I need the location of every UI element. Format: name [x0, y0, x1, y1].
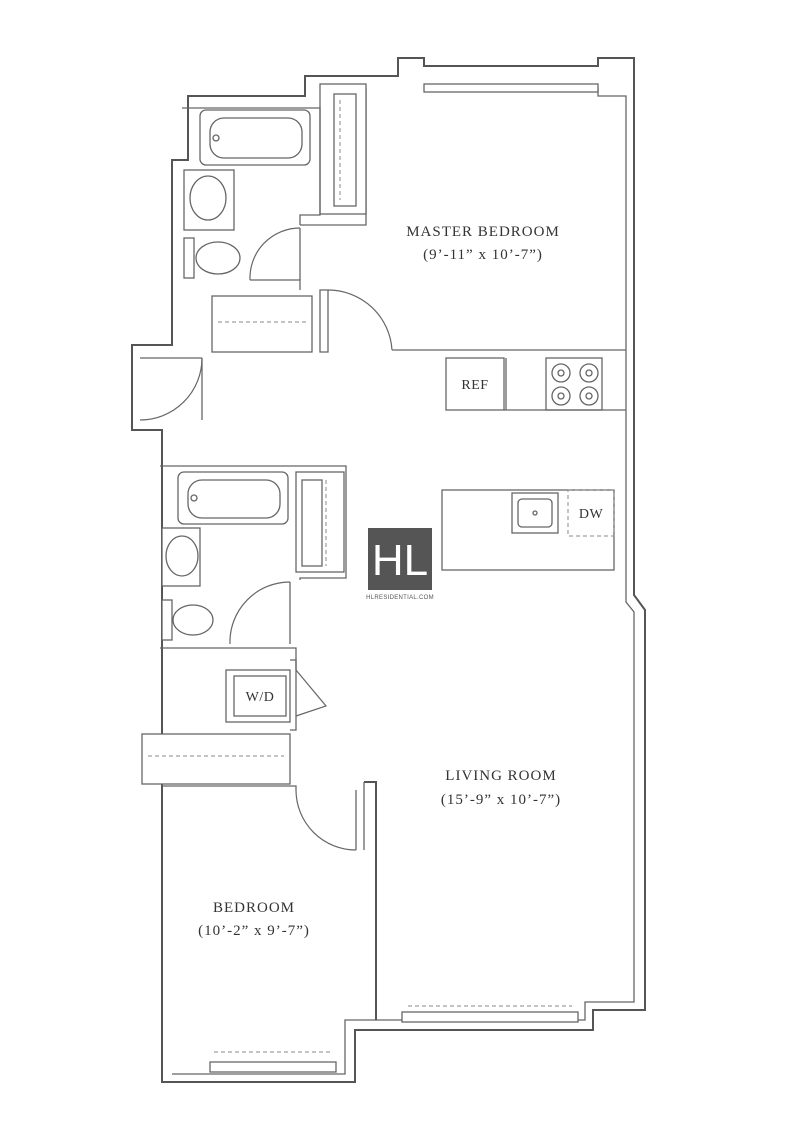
bedroom-name: BEDROOM [213, 900, 295, 916]
wd-label: W/D [246, 690, 275, 705]
master-bathroom [182, 107, 321, 353]
ref-label: REF [461, 378, 488, 393]
master-closet [319, 83, 367, 215]
dw-label: DW [579, 507, 604, 522]
bedroom-window [209, 1051, 337, 1073]
washer-dryer-closet: W/D [225, 659, 328, 731]
living-room-dims: (15’-9” x 10’-7”) [441, 792, 561, 808]
bedroom-walls [141, 733, 377, 1020]
second-bathroom [160, 465, 347, 670]
bedroom-dims: (10’-2” x 9’-7”) [198, 923, 310, 939]
hl-logo: HL HLRESIDENTIAL.COM [366, 528, 434, 601]
entry-door [139, 357, 203, 421]
master-bedroom-dims: (9’-11” x 10’-7”) [423, 247, 543, 263]
master-bedroom-name: MASTER BEDROOM [406, 224, 560, 240]
stove-icon [551, 363, 599, 406]
logo-caption: HLRESIDENTIAL.COM [366, 595, 434, 601]
room-labels: MASTER BEDROOM (9’-11” x 10’-7”) LIVING … [198, 224, 561, 939]
living-room-name: LIVING ROOM [445, 768, 556, 784]
master-window [423, 83, 599, 93]
logo-box [368, 528, 432, 590]
kitchen: REF DW [441, 357, 626, 571]
logo-mark: HL [372, 536, 428, 585]
outer-walls [131, 57, 646, 1083]
living-window [401, 1005, 579, 1023]
